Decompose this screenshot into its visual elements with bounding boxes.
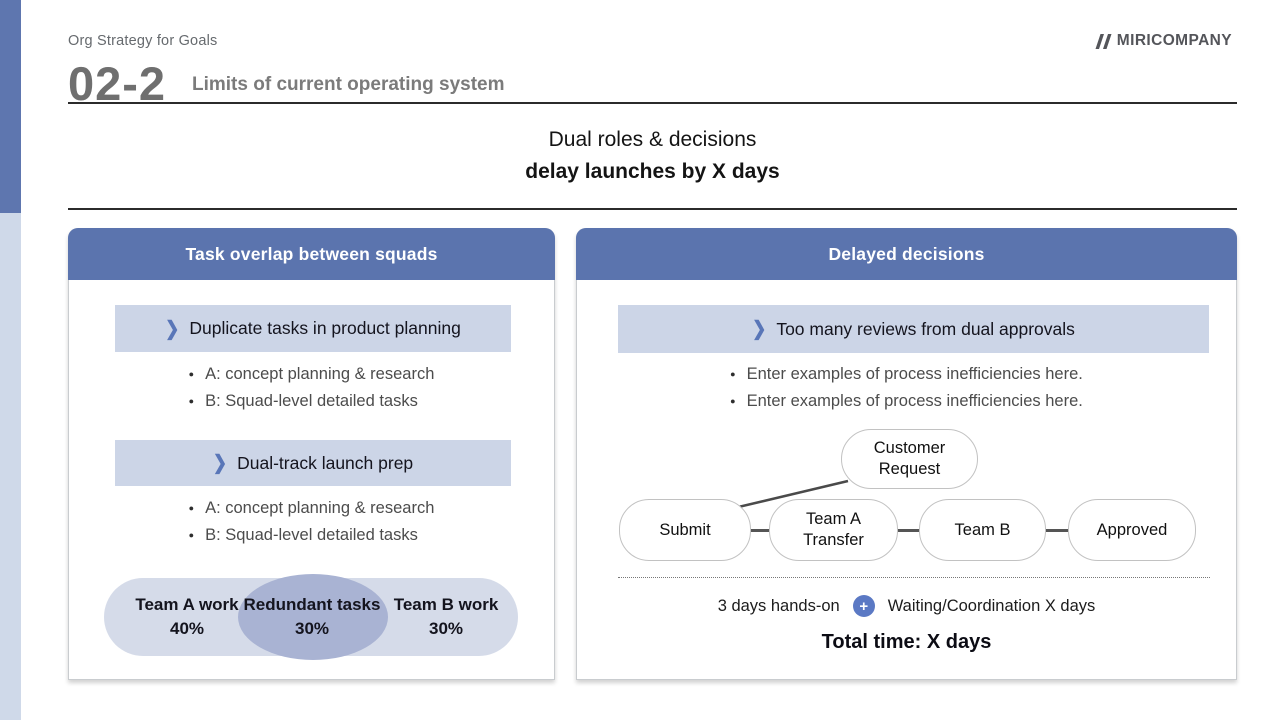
logo-text: MIRICOMPANY xyxy=(1116,32,1232,49)
bullet-item: A: concept planning & research xyxy=(189,495,434,522)
flow-node-approved: Approved xyxy=(1068,499,1196,561)
highlight-too-many-reviews-label: Too many reviews from dual approvals xyxy=(776,318,1075,339)
bullet-item: B: Squad-level detailed tasks xyxy=(189,388,435,415)
highlight-duplicate-tasks: ❯ Duplicate tasks in product planning xyxy=(115,305,511,352)
flow-node-submit: Submit xyxy=(619,499,751,561)
venn-redundant: Redundant tasks 30% xyxy=(232,593,392,641)
panel-task-overlap-header: Task overlap between squads xyxy=(68,228,555,280)
panel-delayed-decisions-header: Delayed decisions xyxy=(576,228,1237,280)
flow-connector xyxy=(1046,529,1068,532)
flow-node-team-b: Team B xyxy=(919,499,1046,561)
time-summary: 3 days hands-on + Waiting/Coordination X… xyxy=(577,595,1236,617)
edge-stripe-bottom xyxy=(0,213,21,720)
flow-connector-diagonal xyxy=(729,479,849,511)
flow-node-customer-request: Customer Request xyxy=(841,429,978,489)
eyebrow-text: Org Strategy for Goals xyxy=(68,33,218,49)
section-title: Limits of current operating system xyxy=(192,74,505,95)
venn-redundant-label: Redundant tasks xyxy=(243,595,381,614)
venn-team-a-value: 40% xyxy=(169,619,205,638)
panel-task-overlap: Task overlap between squads ❯ Duplicate … xyxy=(68,228,555,680)
slide-title-line2: delay launches by X days xyxy=(525,160,780,183)
dotted-divider xyxy=(618,577,1210,578)
venn-team-a: Team A work 40% xyxy=(107,593,267,641)
panel-delayed-decisions: Delayed decisions ❯ Too many reviews fro… xyxy=(576,228,1237,680)
venn-team-b-value: 30% xyxy=(428,619,464,638)
venn-diagram: Team A work 40% Redundant tasks 30% Team… xyxy=(69,574,556,660)
logo-double-slash-icon xyxy=(1094,33,1113,49)
title-rule xyxy=(68,208,1237,210)
highlight-dual-track-label: Dual-track launch prep xyxy=(237,452,414,473)
venn-team-b: Team B work 30% xyxy=(366,593,526,641)
bullet-item: Enter examples of process inefficiencies… xyxy=(730,361,1083,388)
chevron-right-icon: ❯ xyxy=(212,451,228,474)
highlight-dual-track: ❯ Dual-track launch prep xyxy=(115,440,511,486)
highlight-duplicate-tasks-label: Duplicate tasks in product planning xyxy=(189,318,461,338)
bullet-item: B: Squad-level detailed tasks xyxy=(189,522,435,549)
bullet-item: A: concept planning & research xyxy=(189,361,434,388)
bullet-list: A: concept planning & research B: Squad-… xyxy=(69,361,554,415)
company-logo: MIRICOMPANY xyxy=(1094,32,1232,50)
waiting-label: Waiting/Coordination X days xyxy=(887,596,1096,615)
plus-icon: + xyxy=(852,595,875,617)
section-number: 02-2 xyxy=(68,57,167,110)
flow-connector xyxy=(751,529,769,532)
chevron-right-icon: ❯ xyxy=(165,317,180,339)
slide-title: Dual roles & decisions delay launches by… xyxy=(68,124,1237,188)
bullet-list: A: concept planning & research B: Squad-… xyxy=(69,495,554,549)
flow-connector xyxy=(898,529,919,532)
total-time-label: Total time: X days xyxy=(821,631,992,653)
slide-title-line1: Dual roles & decisions xyxy=(548,128,757,151)
venn-team-b-label: Team B work xyxy=(393,595,499,614)
bullet-list: Enter examples of process inefficiencies… xyxy=(577,361,1236,415)
venn-overlap-ellipse xyxy=(238,574,388,660)
chevron-right-icon: ❯ xyxy=(752,317,767,340)
edge-stripe-top xyxy=(0,0,21,213)
highlight-too-many-reviews: ❯ Too many reviews from dual approvals xyxy=(618,305,1209,353)
venn-team-a-label: Team A work xyxy=(135,595,239,614)
header-rule xyxy=(68,102,1237,104)
flow-node-team-a-transfer: Team A Transfer xyxy=(769,499,898,561)
approval-flowchart: Customer Request Submit Team A Transfer … xyxy=(577,429,1236,569)
bullet-item: Enter examples of process inefficiencies… xyxy=(730,388,1083,415)
venn-redundant-value: 30% xyxy=(294,619,330,638)
hands-on-label: 3 days hands-on xyxy=(717,596,840,615)
